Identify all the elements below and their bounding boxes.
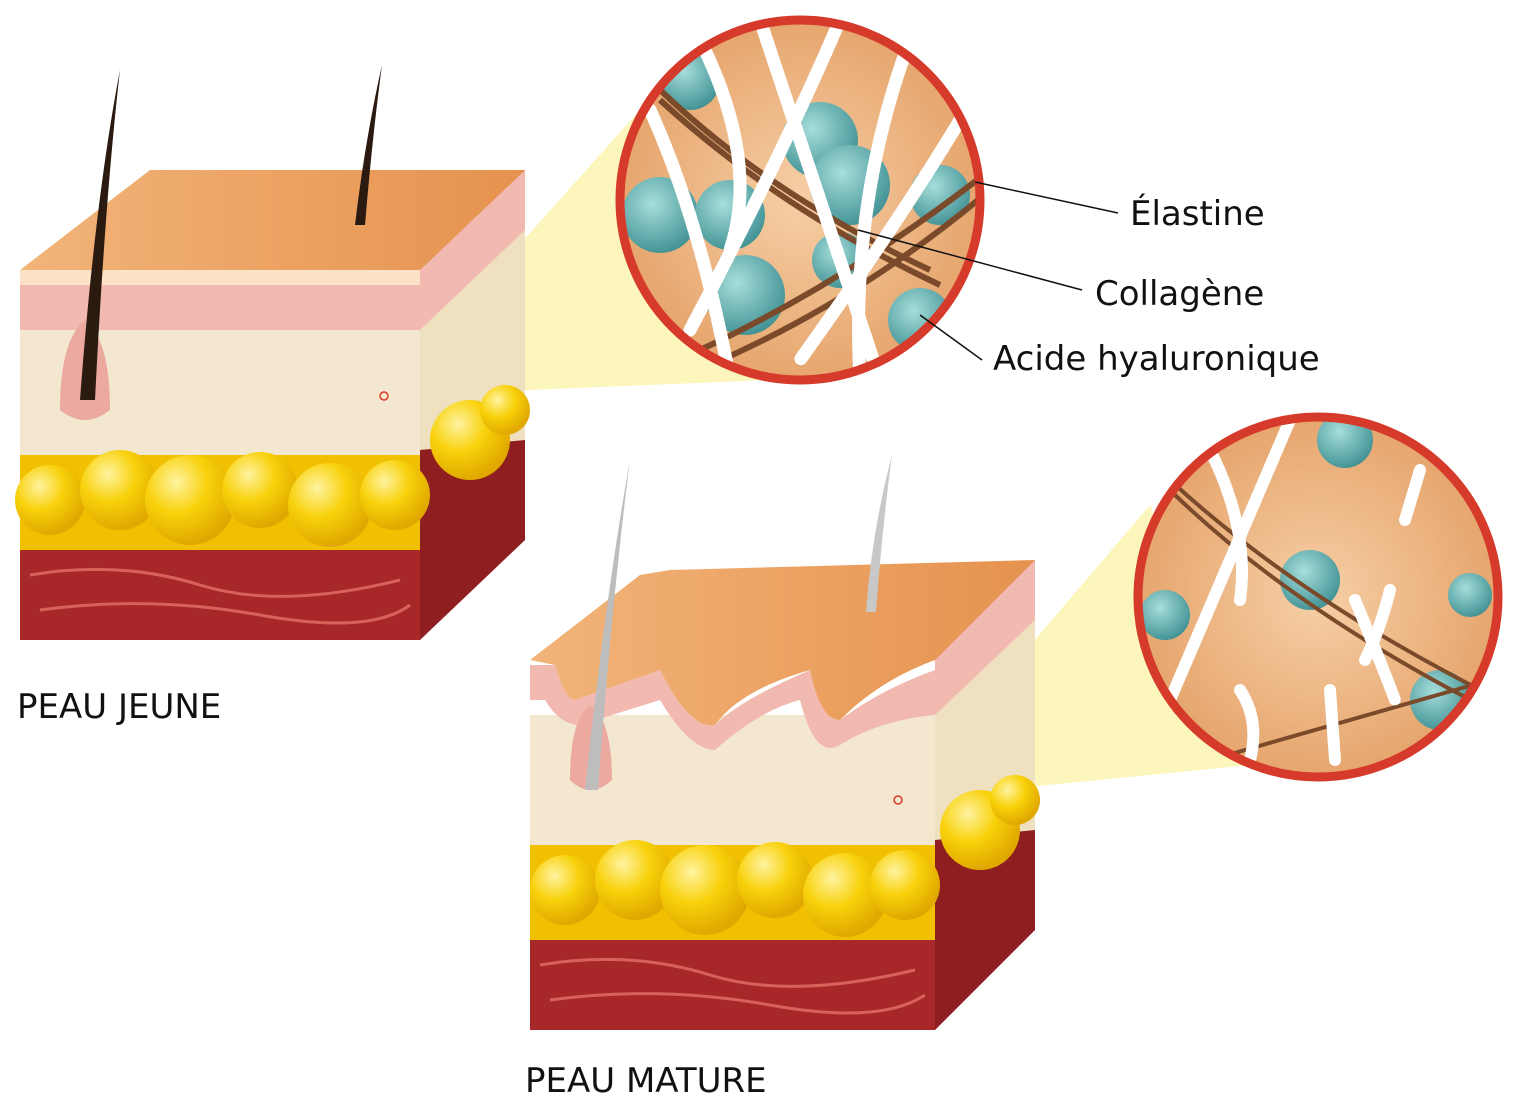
skin-surface <box>20 170 525 270</box>
muscle-layer <box>20 550 420 640</box>
grey-hair <box>585 460 630 790</box>
wrinkled-epidermis <box>530 665 935 750</box>
dark-hair <box>80 70 120 400</box>
young-skin-block <box>15 65 530 640</box>
caption-mature-skin: PEAU MATURE <box>525 1061 767 1101</box>
skin-surface-wrinkled <box>530 560 1035 726</box>
label-hyaluronic-acid: Acide hyaluronique <box>993 339 1320 379</box>
label-elastin: Élastine <box>1130 193 1265 234</box>
mature-zoom-circle <box>1133 412 1503 782</box>
fat-layer <box>530 775 1040 940</box>
young-zoom-circle <box>615 15 985 385</box>
mature-skin-block <box>530 455 1040 1030</box>
caption-young-skin: PEAU JEUNE <box>17 687 221 727</box>
fat-layer <box>15 385 530 550</box>
leader-lines <box>857 181 1119 361</box>
epidermis-layer <box>20 285 420 330</box>
label-collagen: Collagène <box>1095 274 1264 314</box>
muscle-layer <box>530 940 935 1030</box>
